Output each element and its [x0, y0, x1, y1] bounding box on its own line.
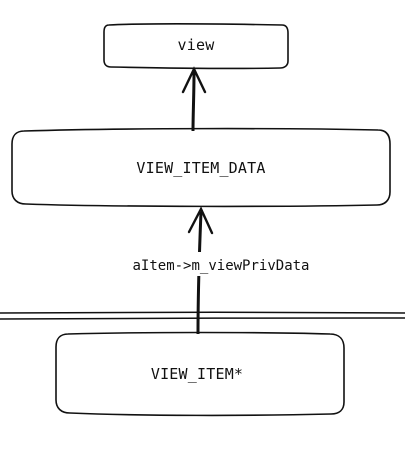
node-view-box [103, 23, 289, 70]
edge-item-to-data-line [196, 211, 203, 335]
node-view-label: view [178, 36, 216, 54]
divider-line-bottom [0, 317, 405, 320]
node-view-item-data-label: VIEW_ITEM_DATA [136, 159, 265, 177]
node-view-item-data: VIEW_ITEM_DATA [11, 127, 391, 208]
divider-line-top [0, 311, 405, 314]
node-view-item: VIEW_ITEM* [55, 331, 345, 417]
divider-lines [0, 311, 405, 320]
node-view: view [103, 23, 289, 70]
node-view-item-label: VIEW_ITEM* [151, 365, 243, 383]
edge-item-to-data-label: aItem->m_viewPrivData [132, 258, 309, 274]
edge-data-to-view-arrowhead [181, 66, 207, 94]
edge-data-to-view-line [191, 71, 196, 132]
edge-item-to-data-arrowhead [187, 206, 214, 235]
edge-item-to-data-label-bg [95, 252, 347, 276]
edge-item-to-data: aItem->m_viewPrivData [95, 206, 347, 335]
edge-data-to-view [181, 66, 207, 132]
node-view-item-box [55, 331, 345, 417]
node-view-item-data-box [11, 127, 391, 208]
